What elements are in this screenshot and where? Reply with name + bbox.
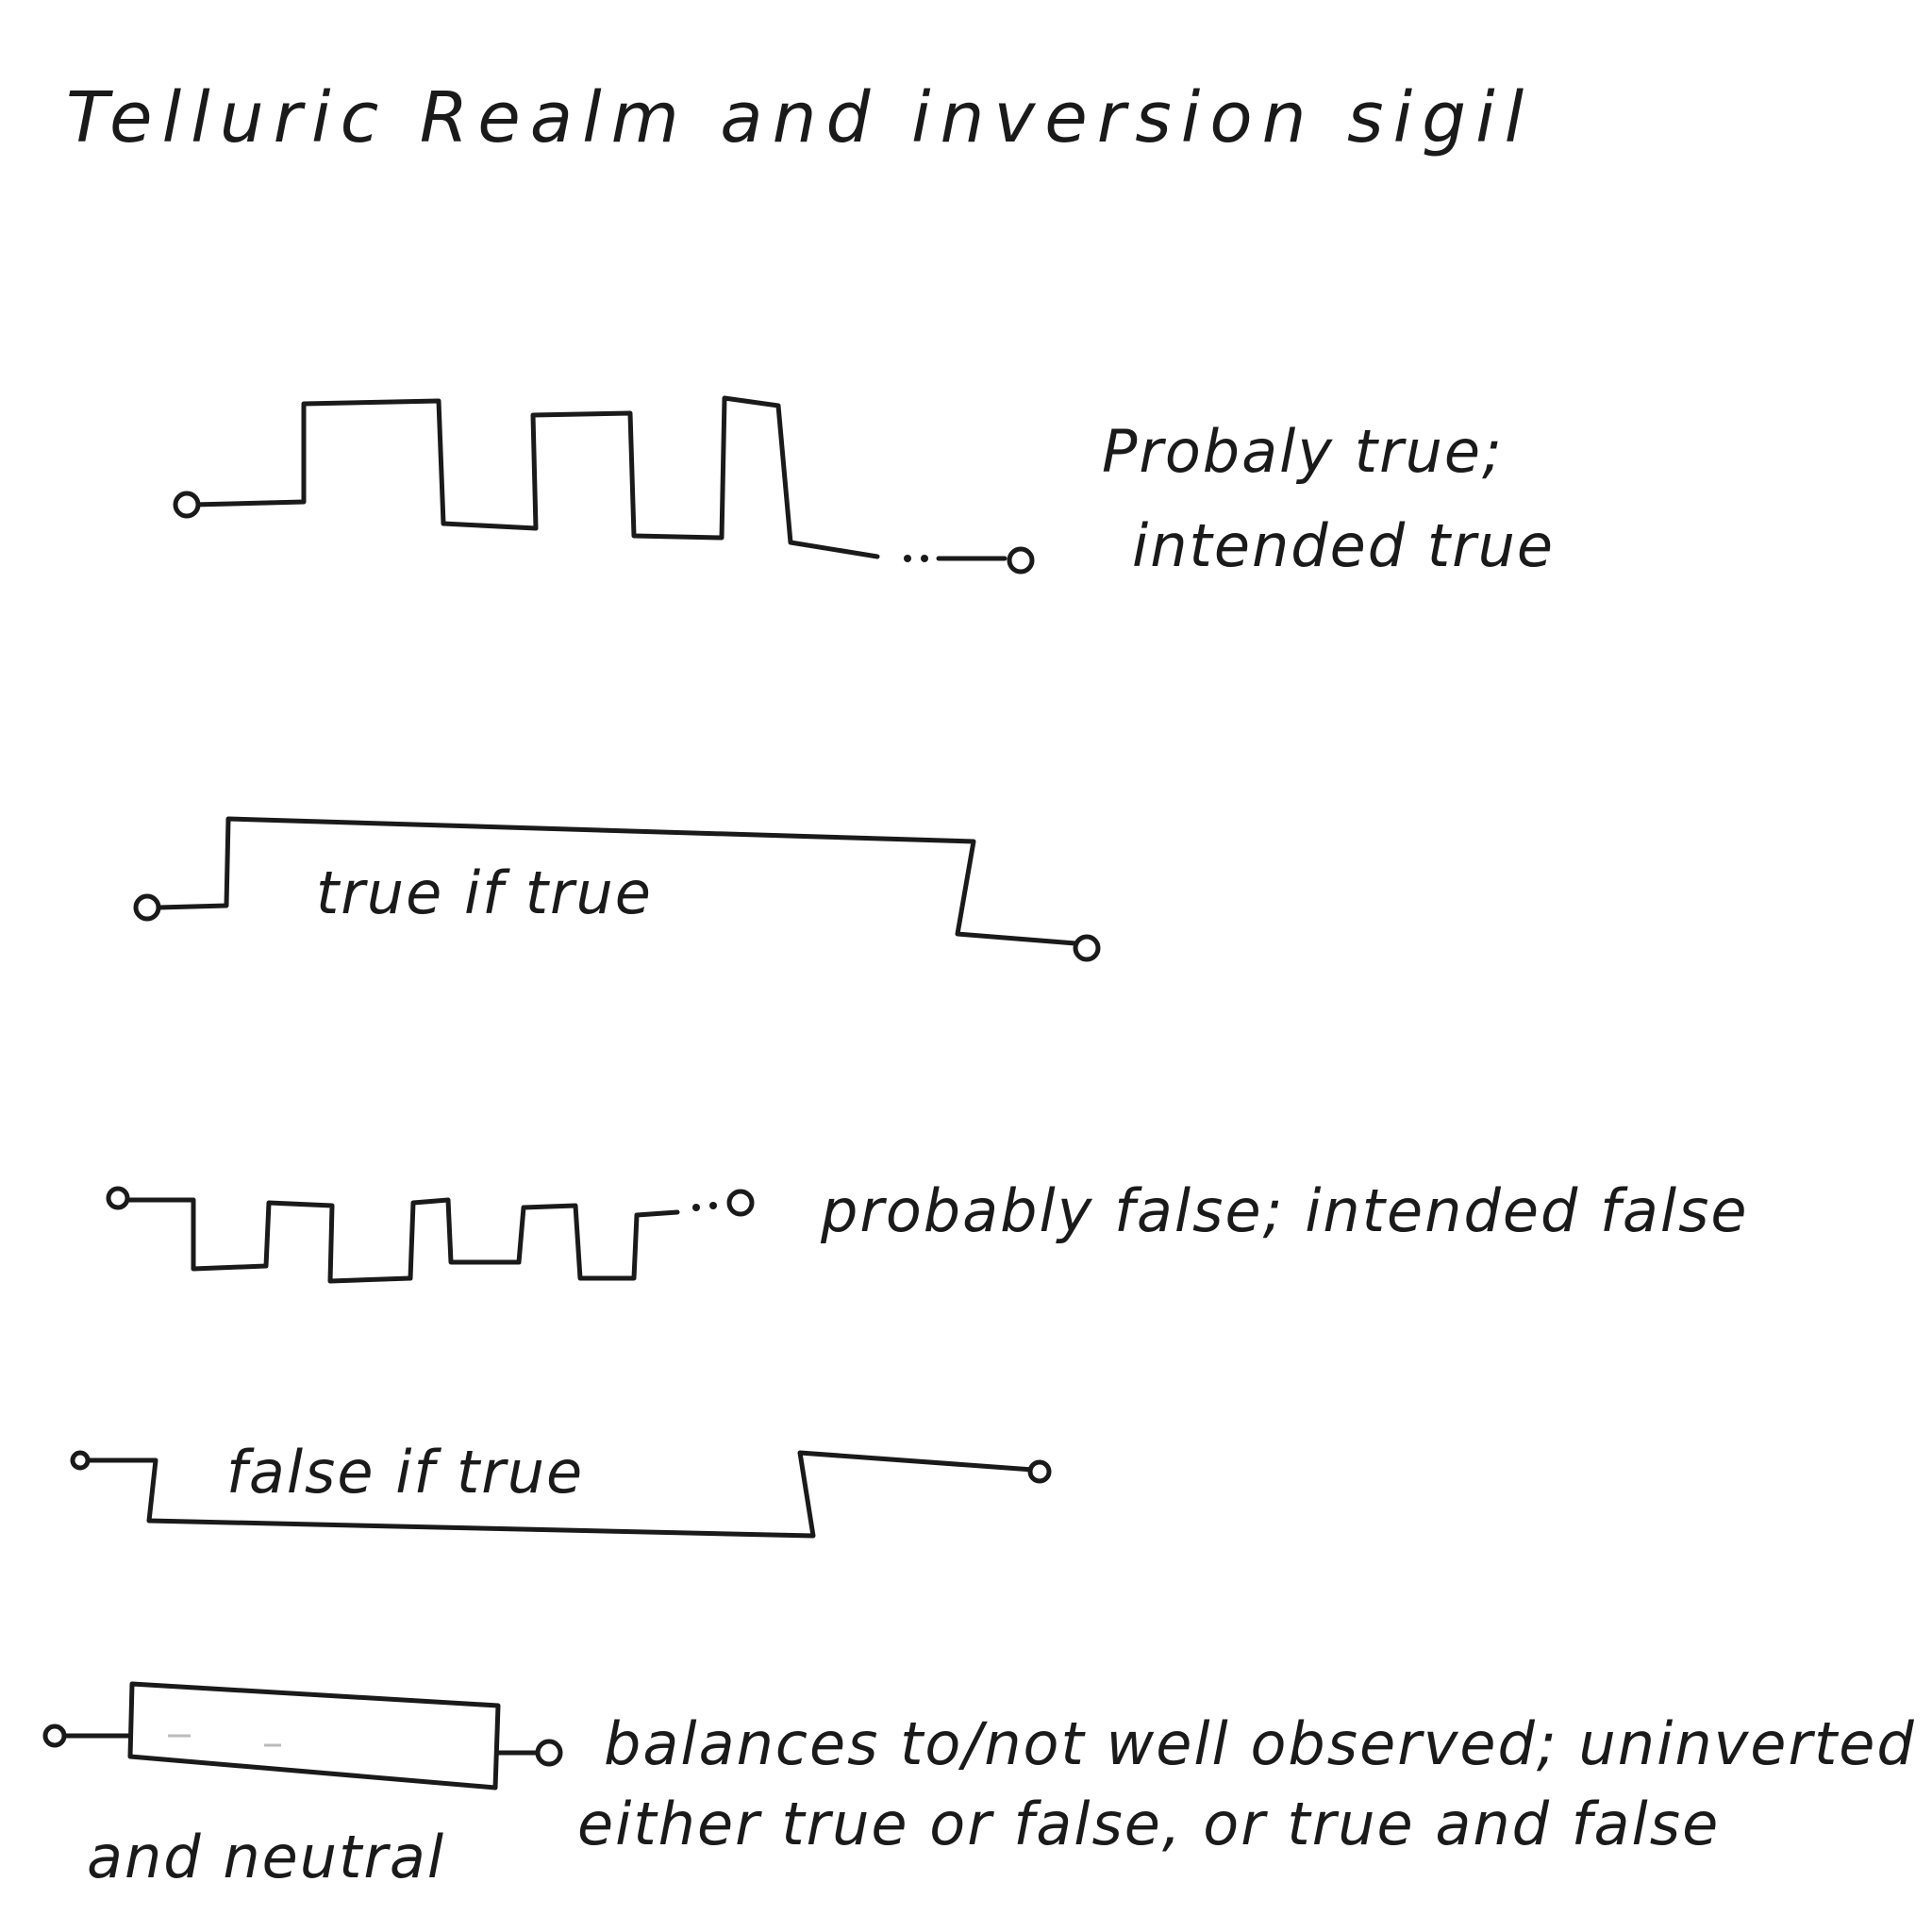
false-if-true-sigil <box>70 1450 1052 1539</box>
probably-false-sigil <box>106 1186 755 1284</box>
false-if-true-start-terminal <box>70 1450 91 1471</box>
true-if-true-start-terminal <box>133 893 161 922</box>
balance-start-terminal <box>42 1724 67 1748</box>
probably-false-start-terminal <box>106 1186 130 1210</box>
true-if-true-end-terminal <box>1073 934 1101 962</box>
probably-true-wave <box>191 395 880 559</box>
page-title: Telluric Realm and inversion sigil <box>66 77 1533 158</box>
balance-box-inner-mark <box>168 1734 281 1747</box>
false-if-true-inner-label: false if true <box>226 1438 584 1507</box>
balance-box <box>127 1681 501 1790</box>
true-if-true-pulse <box>156 816 1078 946</box>
balance-end-terminal <box>535 1739 563 1767</box>
probably-false-end-terminal <box>726 1189 755 1217</box>
true-if-true-sigil <box>133 816 1101 962</box>
probably-false-wave <box>125 1197 680 1284</box>
probably-true-label-line-1: Probaly true; <box>1102 417 1504 486</box>
false-if-true-end-terminal <box>1027 1459 1052 1484</box>
balance-label-line-1: balances to/not well observed; uninverte… <box>604 1709 1916 1778</box>
balance-label-line-2: either true or false, or true and false <box>577 1790 1720 1858</box>
balance-label-line-3: and neutral <box>87 1823 445 1891</box>
probably-true-start-terminal <box>173 491 201 519</box>
probably-false-label: probably false; intended false <box>820 1176 1749 1245</box>
false-if-true-pulse <box>82 1450 1036 1539</box>
probably-true-end-terminal <box>1007 546 1035 575</box>
probably-true-label-line-2: intended true <box>1132 511 1555 580</box>
true-if-true-inner-label: true if true <box>316 858 653 927</box>
balance-sigil <box>42 1681 563 1790</box>
probably-true-sigil <box>173 395 1035 575</box>
